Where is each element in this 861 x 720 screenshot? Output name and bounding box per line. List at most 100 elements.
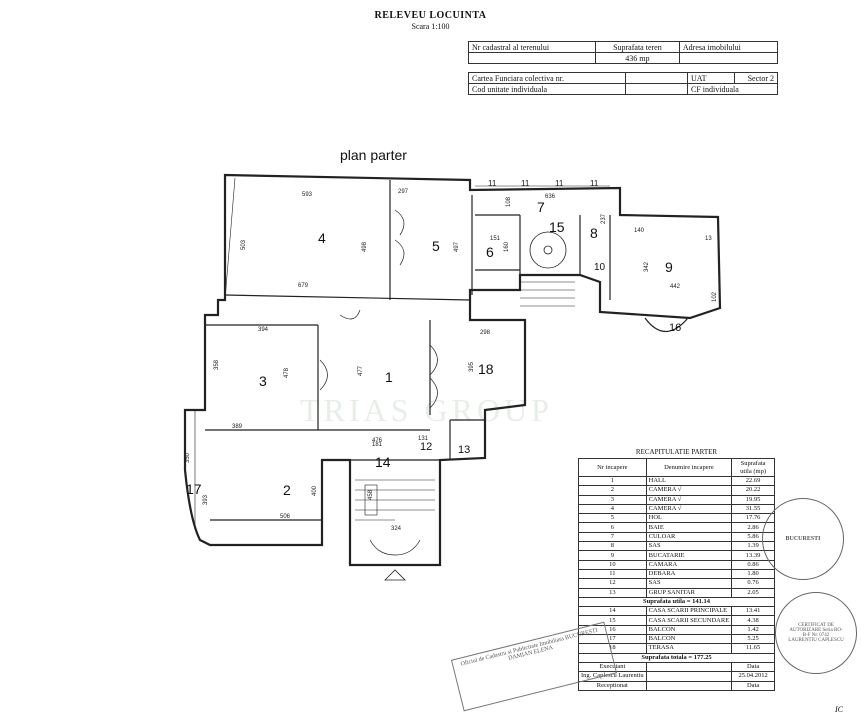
plan-title: plan parter (340, 147, 407, 163)
recap-row-cell: 5.25 (731, 634, 775, 645)
scale-label: Scara 1:100 (411, 22, 450, 31)
dim-label: 442 (670, 284, 681, 290)
recap-footer-row-cell: 25.04.2012 (731, 671, 775, 682)
room-label: 12 (420, 441, 432, 453)
recap-row-cell: 11 (578, 568, 647, 580)
dim-label: 237 (601, 213, 607, 224)
dim-label: 636 (545, 194, 556, 200)
dim-label: 324 (391, 526, 402, 532)
recap-row-cell: GRUP SANITAR (645, 587, 733, 598)
recap-row-cell: SAS (645, 578, 733, 589)
dim-label: 181 (372, 442, 383, 448)
recap-footer-row-cell: Data (731, 661, 775, 673)
room-label: 6 (486, 244, 494, 260)
stamp-round-2: CERTIFICAT DE AUTORIZARE Seria RO-B-F Nr… (775, 592, 857, 674)
recap-row-cell: 1 (578, 475, 647, 487)
header-table-top: Nr cadastral al terenului Suprafata tere… (468, 41, 779, 64)
recap-row-cell: 8 (578, 541, 647, 552)
recap-row-cell: 12 (578, 578, 647, 589)
room-label: 1 (385, 369, 393, 385)
recap-row-cell: CAMERA √ (645, 485, 733, 496)
recap-row-cell: 0.76 (731, 578, 775, 589)
watermark: TRIAS GROUP (300, 392, 553, 428)
recap-row-cell: BAIE (645, 522, 733, 533)
recap-subtotal: Suprafata utila = 141.14 (578, 596, 775, 608)
recap-footer-row-cell: Receptionat (578, 680, 647, 691)
dim-label: 298 (480, 330, 491, 336)
recap-caption: RECAPITULATIE PARTER (635, 448, 718, 456)
recap-row-cell: CAMARA (645, 559, 733, 570)
dim-label: 102 (712, 291, 718, 302)
stamp-round-1: BUCURESTI (762, 498, 844, 580)
dim-label: 140 (634, 228, 645, 234)
recap-row-cell: 22.69 (731, 475, 775, 487)
dim-label: 358 (214, 359, 220, 370)
recap-row-cell: 2.05 (731, 587, 775, 598)
recap-row-cell: CASA SCARII PRINCIPALE (645, 606, 733, 617)
recap-row-cell: CASA SCARII SECUNDARE (645, 615, 733, 626)
recap-row-cell: HOL (645, 513, 733, 524)
corner-mark: IC (835, 705, 843, 714)
dim-label: 498 (362, 241, 368, 252)
room-label: 15 (549, 219, 565, 235)
room-label: 9 (665, 259, 673, 275)
dim-label: 506 (280, 514, 291, 520)
recap-footer-row-cell (645, 661, 733, 673)
recap-row-cell: 20.22 (731, 485, 775, 496)
dim-label: 13 (705, 236, 712, 242)
room-label: 16 (669, 322, 681, 334)
room-label: 4 (318, 230, 326, 246)
room-label: 10 (594, 262, 606, 273)
dim-label: 593 (302, 192, 313, 198)
recap-row-cell: BUCATARIE (645, 550, 733, 561)
dim-label: 395 (469, 361, 475, 372)
recap-row-cell: 31.55 (731, 503, 775, 515)
dim-label: 400 (312, 485, 318, 496)
room-label: 2 (283, 482, 291, 498)
dim-label: 297 (398, 189, 409, 195)
recap-row-cell: 7 (578, 531, 647, 543)
recap-row-cell: 4 (578, 503, 647, 515)
room-label: 14 (375, 454, 391, 470)
dim-label: 477 (358, 365, 364, 376)
recap-row-cell: 6 (578, 522, 647, 533)
dim-label: 108 (506, 196, 512, 207)
room-label: 11 (488, 179, 497, 188)
recap-header-area: Suprafata utila (mp) (731, 458, 775, 477)
recap-row-cell: 2 (578, 485, 647, 496)
dim-label: 394 (258, 327, 269, 333)
recap-row-cell: 3 (578, 494, 647, 505)
dim-label: 458 (368, 489, 374, 500)
header-cf-individuala: CF individuala (687, 83, 778, 95)
recap-row-cell: CULOAR (645, 531, 733, 543)
recap-table: Nr incapere Denumire incapere Suprafata … (578, 458, 775, 691)
room-label: 18 (478, 361, 494, 377)
recap-row-cell: 10 (578, 559, 647, 570)
recap-row-cell: BALCON (645, 624, 733, 636)
recap-row-cell: 19.95 (731, 494, 775, 505)
recap-row-cell: CAMERA √ (645, 494, 733, 505)
room-label: 17 (186, 481, 202, 497)
recap-footer-row-cell: Data (731, 680, 775, 691)
dim-label: 151 (490, 236, 501, 242)
dim-label: 342 (644, 261, 650, 272)
recap-header-nr: Nr incapere (578, 458, 647, 477)
room-label: 11 (555, 179, 564, 188)
recap-row-cell: SAS (645, 541, 733, 552)
dim-label: 131 (418, 436, 429, 442)
recap-header-name: Denumire incapere (645, 458, 733, 477)
room-label: 8 (590, 225, 598, 241)
